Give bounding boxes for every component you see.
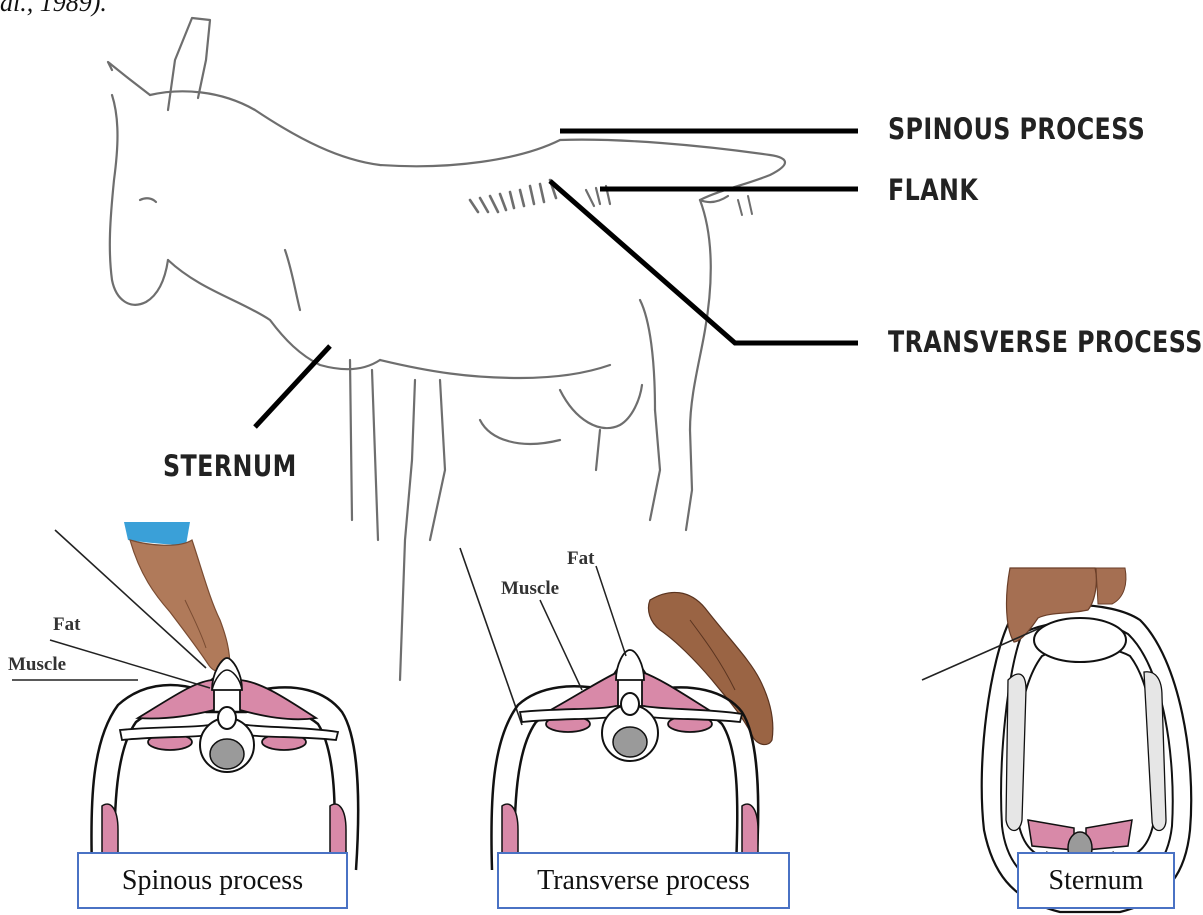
flank-label: FLANK xyxy=(888,173,978,207)
muscle-leader xyxy=(540,600,582,690)
spinous-process-section xyxy=(12,522,358,870)
fat-leader xyxy=(596,566,626,656)
goat-sketch xyxy=(108,18,785,680)
transverse-muscle-label: Muscle xyxy=(501,578,559,600)
spinous-muscle-label: Muscle xyxy=(8,654,66,676)
spinous-process-label: SPINOUS PROCESS xyxy=(888,112,1145,146)
sternum-leader xyxy=(255,346,330,427)
fat-leader xyxy=(50,640,210,688)
transverse-fat-label: Fat xyxy=(567,548,594,570)
transverse-process-leader xyxy=(550,181,858,343)
caption-transverse-process: Transverse process xyxy=(497,852,790,909)
spinous-fat-label: Fat xyxy=(53,614,80,636)
caption-spinous-process: Spinous process xyxy=(77,852,348,909)
caption-sternum: Sternum xyxy=(1017,852,1175,909)
hand xyxy=(130,540,230,672)
sternum-label: STERNUM xyxy=(163,449,297,483)
transverse-process-label: TRANSVERSE PROCESS xyxy=(888,325,1203,359)
